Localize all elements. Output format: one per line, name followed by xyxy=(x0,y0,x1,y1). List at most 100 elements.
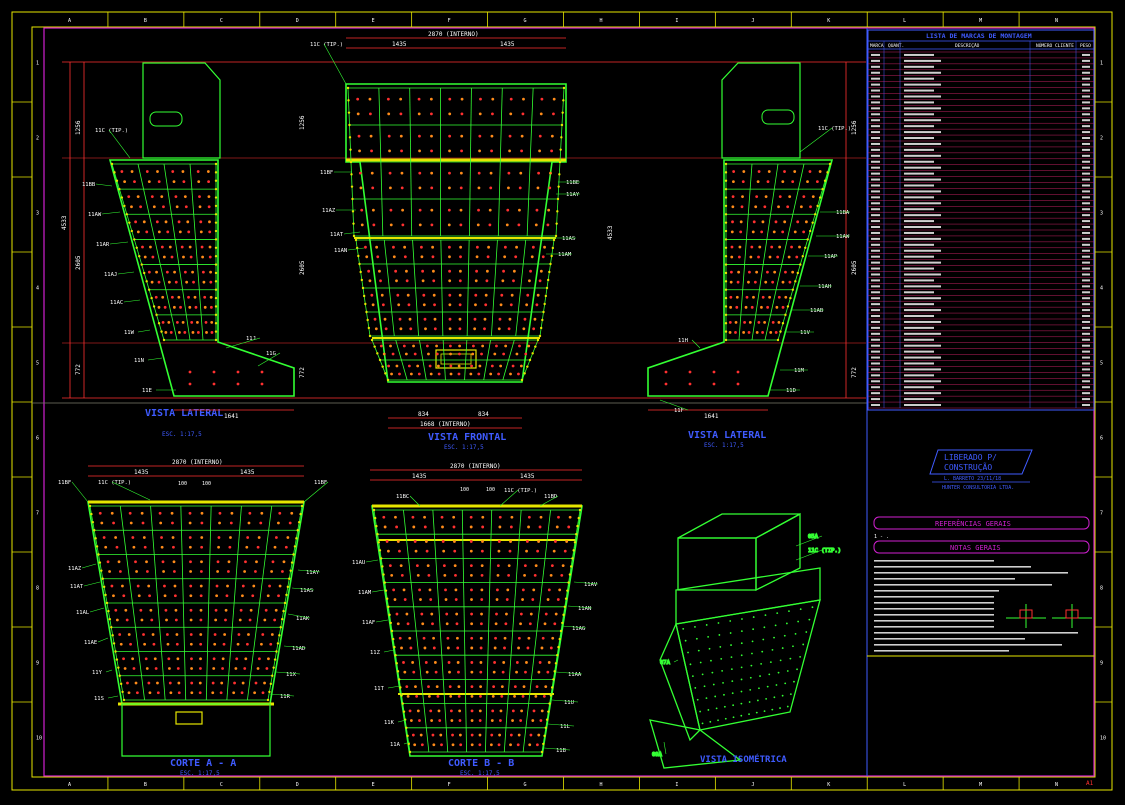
bolt xyxy=(470,743,474,747)
edge-stud xyxy=(375,524,378,528)
bolt xyxy=(470,694,474,698)
bolt xyxy=(766,305,770,309)
edge-stud xyxy=(346,86,350,90)
bolt xyxy=(200,536,204,539)
iso-dot xyxy=(768,673,771,676)
note-line xyxy=(874,638,1025,640)
bolt xyxy=(539,269,543,273)
bolt xyxy=(365,255,369,259)
bolt xyxy=(122,594,126,598)
part-label: 11V xyxy=(800,330,811,336)
leader-line xyxy=(107,695,119,699)
edge-stud xyxy=(542,310,545,314)
corte-b-dim-top-left: 1435 xyxy=(412,473,427,480)
bolt xyxy=(732,180,735,184)
iso-dot xyxy=(763,710,766,713)
bolt xyxy=(519,612,523,616)
part-label: 11AK xyxy=(296,616,310,622)
bolt xyxy=(143,545,147,549)
edge-stud xyxy=(283,601,287,605)
edge-stud xyxy=(724,322,728,325)
part-label: 11C (TIP.) xyxy=(310,42,343,48)
table-cell-mark xyxy=(904,184,934,187)
edge-stud xyxy=(214,238,218,241)
grid-col-label: N xyxy=(1055,18,1058,24)
bolt xyxy=(208,255,212,259)
note-line xyxy=(874,626,994,628)
edge-stud xyxy=(779,330,782,333)
bolt xyxy=(392,588,396,592)
bolt xyxy=(110,584,114,588)
bolt xyxy=(493,646,497,650)
bolt xyxy=(421,269,425,273)
bolt xyxy=(742,170,746,173)
iso-dot xyxy=(784,682,787,685)
bolt xyxy=(781,230,785,234)
grid-col-label: H xyxy=(599,18,602,24)
edge-stud xyxy=(544,294,548,298)
plate-col-line xyxy=(483,339,491,381)
bolt xyxy=(382,515,386,519)
bolt xyxy=(818,170,822,173)
bolt xyxy=(384,327,388,331)
bolt xyxy=(154,667,158,670)
bolt xyxy=(728,321,732,324)
bolt xyxy=(511,719,514,722)
bolt xyxy=(198,205,202,209)
bolt xyxy=(177,681,181,685)
bolt xyxy=(528,279,531,283)
bolt xyxy=(413,743,417,747)
bolt xyxy=(508,149,511,153)
edge-stud xyxy=(542,742,545,746)
bolt xyxy=(448,149,451,153)
grid-row-label: 3 xyxy=(36,211,39,217)
bolt xyxy=(166,642,170,646)
bolt xyxy=(541,636,545,640)
leader-line xyxy=(137,329,151,333)
edge-stud xyxy=(724,280,728,283)
bolt xyxy=(112,594,115,598)
bolt xyxy=(568,515,572,519)
edge-stud xyxy=(781,322,785,325)
bolt xyxy=(501,670,505,674)
grid-col-label: E xyxy=(372,782,375,788)
bolt xyxy=(208,245,212,249)
edge-stud xyxy=(120,196,124,199)
bolt xyxy=(397,303,401,307)
bolt xyxy=(458,719,462,722)
bolt xyxy=(167,321,171,324)
bolt xyxy=(219,691,223,695)
corte-b-dim-small-b: 100 xyxy=(486,487,495,493)
bolt xyxy=(393,598,397,601)
part-label: 11AS xyxy=(562,236,575,242)
table-cell-mark xyxy=(1082,243,1090,246)
bolt xyxy=(533,573,537,577)
grid-row-label: 5 xyxy=(1100,361,1103,367)
part-label: 11J xyxy=(246,336,256,342)
iso-dot xyxy=(740,654,743,657)
bolt xyxy=(475,269,478,273)
bolt xyxy=(764,195,768,199)
corte-a-bolt-grid xyxy=(88,504,304,702)
bolt xyxy=(168,245,172,249)
svg-text:1256: 1256 xyxy=(851,120,858,135)
bolt xyxy=(489,743,493,747)
bolt xyxy=(400,149,403,153)
bolt xyxy=(187,230,191,234)
bolt xyxy=(454,573,457,577)
table-cell-mark xyxy=(871,65,880,68)
bolt xyxy=(751,230,755,234)
bolt xyxy=(547,661,551,664)
bolt xyxy=(211,691,215,695)
bolt xyxy=(499,303,503,307)
bolt xyxy=(149,245,152,249)
table-cell-mark xyxy=(871,172,880,175)
edge-stud xyxy=(560,136,563,139)
bolt xyxy=(436,694,440,698)
bolt xyxy=(448,171,451,175)
bolt xyxy=(773,270,777,274)
bolt xyxy=(240,691,244,695)
bolt xyxy=(532,709,536,713)
bolt xyxy=(457,694,461,698)
bolt xyxy=(404,352,408,356)
